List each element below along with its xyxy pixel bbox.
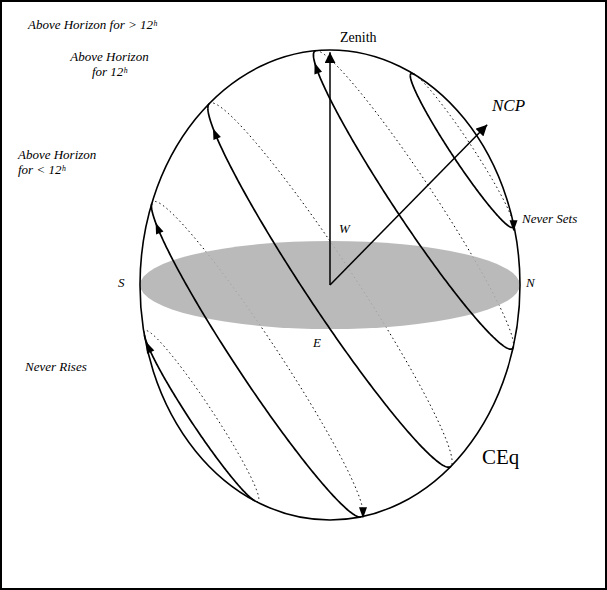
visible-circle-arc	[151, 204, 153, 206]
visible-circle-arc	[144, 335, 255, 501]
motion-arrowhead	[213, 128, 221, 140]
direction-label: E	[312, 336, 322, 351]
axes	[330, 52, 487, 285]
circle-label: Never Sets	[522, 212, 577, 227]
pole-axis	[330, 125, 487, 285]
visible-circle-arc	[313, 55, 513, 349]
circle-label: Above Horizon for > 12ʰ	[28, 18, 157, 33]
sphere-outline	[140, 50, 520, 520]
visible-diurnal-circles	[144, 51, 517, 519]
motion-arrowhead	[156, 223, 164, 235]
motion-arrowhead	[510, 220, 518, 231]
circle-label: Never Rises	[25, 360, 87, 375]
circle-label: Above Horizon for 12ʰ	[62, 50, 157, 80]
visible-circle-arc	[313, 51, 316, 55]
circle-label: Above Horizon for < 12ʰ	[18, 148, 113, 178]
direction-label: S	[118, 276, 125, 291]
motion-arrowhead	[314, 63, 322, 75]
motion-arrowhead	[146, 342, 154, 354]
hidden-circle-arc	[144, 330, 259, 501]
direction-label: N	[526, 276, 535, 291]
visible-circle-arc	[410, 74, 414, 76]
direction-label: W	[338, 222, 351, 237]
motion-arrowhead	[359, 507, 367, 518]
zenith-label: Zenith	[340, 30, 377, 46]
pole-label: NCP	[492, 96, 525, 116]
visible-circle-arc	[208, 104, 209, 108]
equator-label: CEq	[482, 445, 519, 469]
zenith-axis	[329, 52, 331, 285]
